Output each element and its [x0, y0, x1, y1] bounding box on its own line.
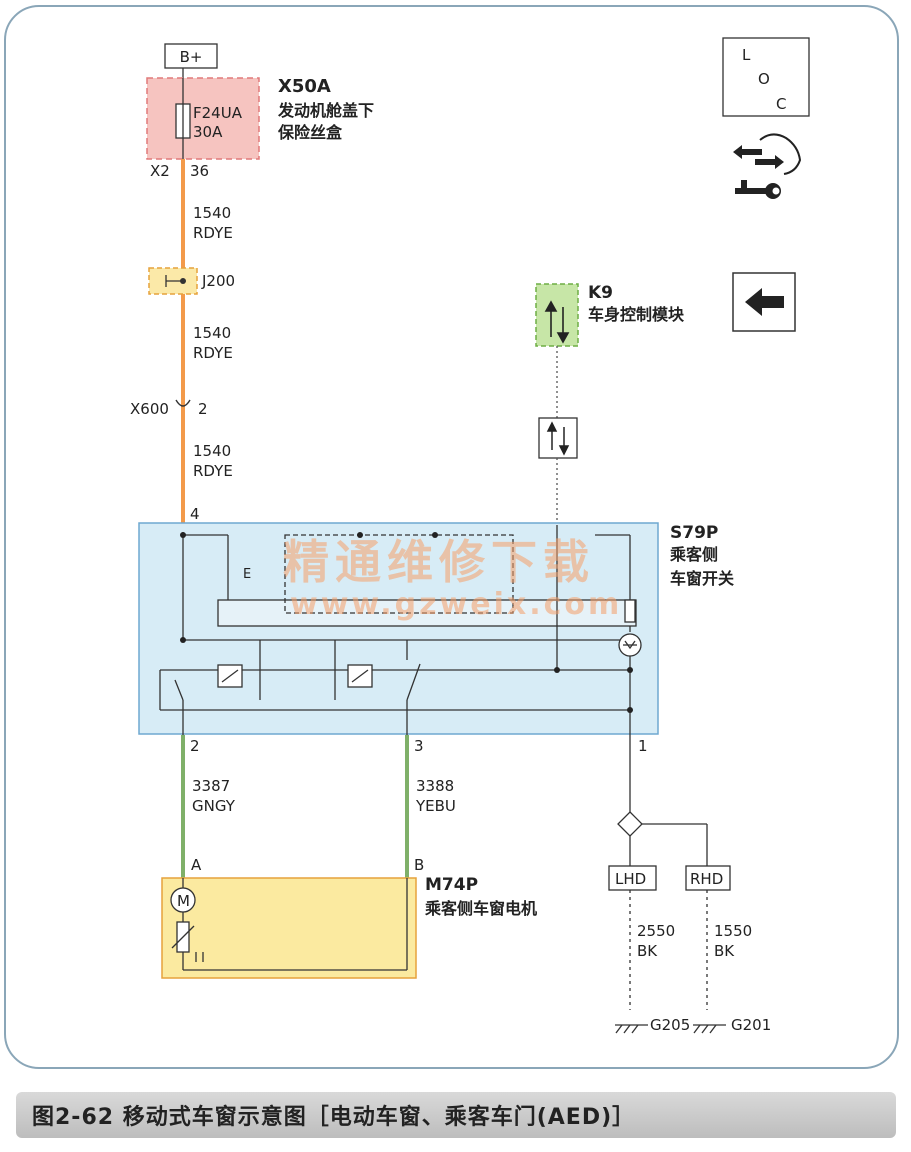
connector-x600-symbol	[175, 399, 191, 407]
motor-m74p	[161, 877, 417, 979]
ground-g205: G205	[650, 1016, 690, 1034]
switch-pin-c: 1	[638, 737, 648, 755]
switch-name-2: 车窗开关	[670, 569, 734, 588]
fuse-id: F24UA	[193, 104, 243, 122]
switch-name-1: 乘客侧	[669, 545, 718, 564]
lhd-wire-color: BK	[637, 942, 658, 960]
rhd-wire-gauge: 1550	[714, 922, 752, 940]
bidirectional-arrow-icon	[546, 421, 570, 456]
module-k9-name: 车身控制模块	[588, 305, 685, 324]
connector-x600-pin: 2	[198, 400, 208, 418]
switch-pin-top: 4	[190, 505, 200, 523]
switch-internal-wiring	[159, 525, 642, 735]
wire2-gauge: 1540	[193, 324, 231, 342]
fuse-pin-right: 36	[190, 162, 209, 180]
module-k9-code: K9	[588, 283, 613, 303]
back-arrow-icon	[745, 288, 784, 316]
fuse-box-x50a	[146, 77, 260, 160]
wire-b-gauge: 3388	[416, 777, 454, 795]
motor-symbol: M	[177, 892, 190, 910]
connector-x600-id: X600	[130, 400, 169, 418]
ground-g201: G201	[731, 1016, 771, 1034]
rhd-wire-color: BK	[714, 942, 735, 960]
loc-c: C	[776, 95, 786, 113]
loc-l: L	[742, 46, 751, 64]
fuse-pin-left: X2	[150, 162, 170, 180]
switch-pin-a: 2	[190, 737, 200, 755]
fuse-rating: 30A	[193, 123, 223, 141]
fuse-box-code: X50A	[278, 76, 331, 97]
switch-s79p	[138, 522, 659, 735]
wrench-icon	[735, 180, 781, 199]
rhd-label: RHD	[690, 870, 723, 888]
supply-box	[164, 43, 218, 69]
figure-caption: 图2-62 移动式车窗示意图［电动车窗、乘客车门(AED)］	[32, 1105, 636, 1130]
watermark-line1: 精通维修下载	[283, 535, 595, 589]
splice-label: J200	[201, 272, 235, 290]
wire-a-gauge: 3387	[192, 777, 230, 795]
switch-junction-dots	[180, 532, 633, 713]
data-arrow-box	[538, 417, 578, 459]
ground-branch-wiring	[608, 735, 731, 1034]
figure-caption-bar: 图2-62 移动式车窗示意图［电动车窗、乘客车门(AED)］	[16, 1092, 896, 1138]
bidirectional-arrow-icon	[544, 300, 570, 344]
wire1-color: RDYE	[193, 224, 233, 242]
wire1-gauge: 1540	[193, 204, 231, 222]
switch-label-e: E	[243, 567, 251, 582]
arrows-hand-icon	[733, 133, 802, 175]
lhd-wire-gauge: 2550	[637, 922, 675, 940]
motor-code: M74P	[425, 875, 478, 895]
supply-label: B+	[180, 48, 203, 66]
motor-pin-b: B	[414, 856, 424, 874]
fuse-box-name-1: 发动机舱盖下	[277, 101, 374, 120]
wire-b-color: YEBU	[415, 797, 456, 815]
switch-code: S79P	[670, 523, 718, 543]
loc-box	[722, 37, 810, 117]
loc-o: O	[758, 70, 770, 88]
fuse-box-name-2: 保险丝盒	[277, 123, 343, 142]
module-k9	[535, 283, 579, 347]
motor-name: 乘客侧车窗电机	[424, 899, 537, 918]
wire2-color: RDYE	[193, 344, 233, 362]
wire3-gauge: 1540	[193, 442, 231, 460]
watermark-line2: www.gzweix.com	[290, 587, 622, 622]
motor-internal	[170, 878, 408, 971]
lhd-label: LHD	[615, 870, 646, 888]
switch-pin-b: 3	[414, 737, 424, 755]
wire3-color: RDYE	[193, 462, 233, 480]
wire-a-color: GNGY	[192, 797, 236, 815]
motor-pin-a: A	[191, 856, 202, 874]
